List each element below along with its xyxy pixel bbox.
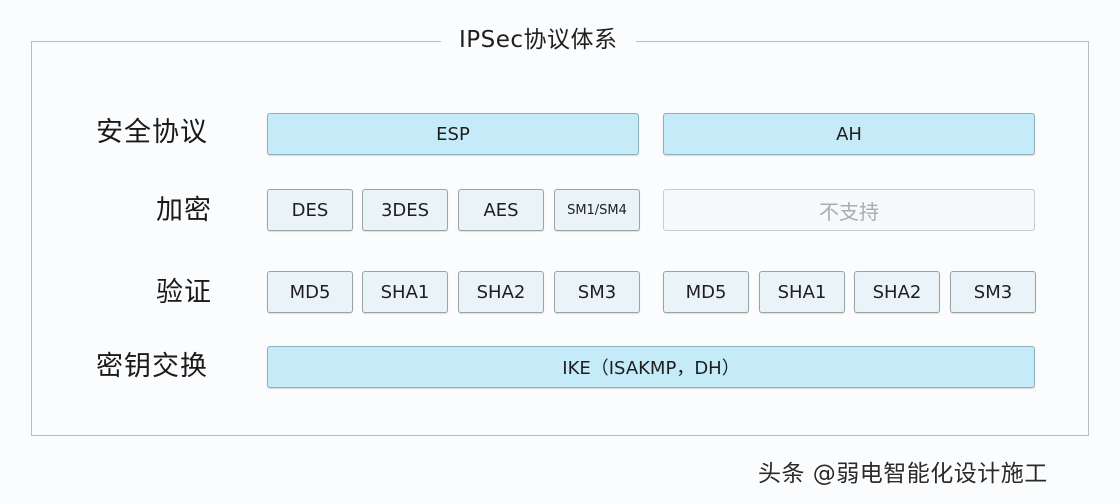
row-label-security-protocol: 安全协议 bbox=[96, 117, 208, 148]
esp-encryption-aes: AES bbox=[458, 189, 544, 231]
row-label-encryption: 加密 bbox=[156, 195, 212, 226]
watermark-text: 头条 @弱电智能化设计施工 bbox=[758, 461, 1048, 487]
esp-auth-sha1: SHA1 bbox=[362, 271, 448, 313]
ah-encryption-unsupported: 不支持 bbox=[663, 189, 1035, 231]
diagram-title: IPSec协议体系 bbox=[441, 22, 636, 58]
key-exchange-ike-box: IKE（ISAKMP，DH） bbox=[267, 346, 1035, 388]
ah-auth-sha1: SHA1 bbox=[759, 271, 845, 313]
ah-auth-sha2: SHA2 bbox=[854, 271, 940, 313]
esp-encryption-des: DES bbox=[267, 189, 353, 231]
row-label-authentication: 验证 bbox=[156, 277, 212, 308]
ah-protocol-box: AH bbox=[663, 113, 1035, 155]
esp-protocol-box: ESP bbox=[267, 113, 639, 155]
esp-encryption-sm1-sm4: SM1/SM4 bbox=[554, 189, 640, 231]
row-label-key-exchange: 密钥交换 bbox=[96, 351, 208, 382]
esp-encryption-3des: 3DES bbox=[362, 189, 448, 231]
esp-auth-md5: MD5 bbox=[267, 271, 353, 313]
ah-auth-sm3: SM3 bbox=[950, 271, 1036, 313]
esp-auth-sha2: SHA2 bbox=[458, 271, 544, 313]
esp-auth-sm3: SM3 bbox=[554, 271, 640, 313]
ah-auth-md5: MD5 bbox=[663, 271, 749, 313]
